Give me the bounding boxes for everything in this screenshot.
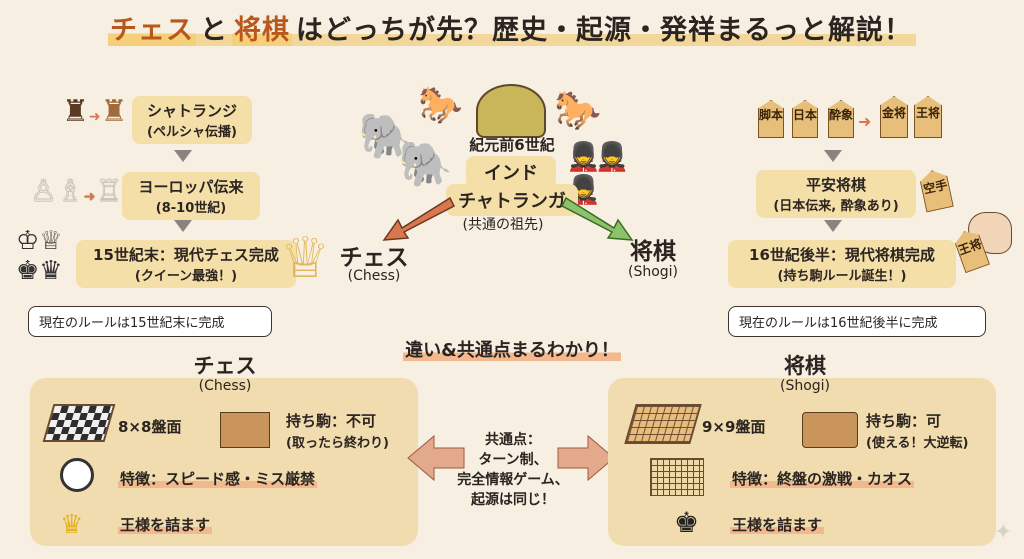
elephant-icon: 🐘 [398,139,453,190]
chessboard-icon [42,404,116,442]
shogi-goal-text: 王様を詰ます [730,516,825,534]
shogi-en-label: (Shogi) [627,264,679,280]
shogi-step2-sub: (持ち駒ルール誕生！) [777,269,907,284]
chess-board-text: 8×8盤面 [118,418,182,436]
chess-set-icon: ♔♕♚♛ [16,226,63,286]
chess-step3: 15世紀末：現代チェス完成 (クイーン最強！) [76,240,296,288]
down-arrow-icon [174,220,192,232]
origin-time: 紀元前6世紀 [469,136,555,154]
chess-step3-sub: (クイーン最強！) [134,269,238,284]
shogi-piece: 脚本 [758,100,784,138]
origin-name-2: チャトランガ [446,184,578,216]
title-rest: はどっちが先？歴史・起源・発祥まるっと解説！ [292,15,916,46]
common-points: 共通点： ターン制、 完全情報ゲーム、 起源は同じ！ [448,430,578,510]
shogi-history: 脚本 日本 酔象 ➜ 金将 王将 平安将棋 (日本伝来, 酔象あり) 空手 16… [700,90,1020,340]
common-line: ターン制、 [478,452,548,468]
shogi-feature: 特徴：終盤の激戦・カオス [730,468,915,489]
shogi-branch-arrow [560,196,634,241]
left-arrow-icon [407,434,465,482]
chariot-icon: 🐎 [554,88,602,132]
origin-name-1: インド [466,156,556,188]
chess-goal-text: 王様を詰ます [118,516,213,534]
right-arrow-icon [557,434,615,482]
comparison-arrows [407,434,615,482]
page-title: チェスと将棋はどっちが先？歴史・起源・発祥まるっと解説！ [0,8,1024,47]
shogi-panel-title: 将棋 [784,354,826,378]
comparison-heading-text: 違い&共通点まるわかり！ [403,340,621,361]
chess-pieces-white-icon: ♙♗➜♖ [30,174,123,209]
title-chess: チェス [108,15,196,46]
shogi-step1: 平安将棋 (日本伝来, 酔象あり) [756,170,916,218]
chess-goal: 王様を詰ます [118,514,213,535]
queen-piece-icon: ♕ [280,226,331,291]
title-and: と [196,15,232,46]
comparison-heading: 違い&共通点まるわかり！ [360,336,664,362]
chess-step2-sub: (8-10世紀) [155,201,227,216]
shogi-step1-title: 平安将棋 [805,176,866,194]
chess-step2: ヨーロッパ伝来 (8-10世紀) [122,172,260,220]
origin-illustration: 🐘 🐘 🐎 🐎 💂💂💂 [358,84,648,234]
common-line: 起源は同じ！ [471,492,555,508]
stopwatch-icon [60,458,94,492]
shogi-panel-title-en: (Shogi) [779,378,831,394]
king-piece-icon: ♚ [674,506,700,539]
common-line: 完全情報ゲーム、 [457,472,569,488]
shogi-label: 将棋 [630,239,676,265]
shogi-piece: 空手 [918,168,954,213]
common-line: 共通点： [485,432,541,448]
shogi-piece: 王将 [914,96,942,138]
shogi-goal: 王様を詰ます [730,514,825,535]
shogi-piece: 酔象 [828,100,854,138]
horse-icon: 🐎 [418,85,463,126]
shogi-step2-title: 16世紀後半：現代将棋完成 [749,246,935,264]
down-arrow-icon [824,220,842,232]
right-arrow-icon: ➜ [858,112,872,131]
temple-dome-icon [476,84,546,138]
chess-rook-pawn-icon: ♜➜♜ [62,94,128,129]
crown-icon: ♛ [60,510,84,540]
chess-feature: 特徴：スピード感・ミス厳禁 [118,468,318,489]
chess-branch-arrow [382,196,456,241]
shogi-rule-bubble: 現在のルールは16世紀後半に完成 [728,306,986,337]
chess-step1-sub: (ペルシャ伝播) [147,125,237,140]
shogi-step2: 16世紀後半：現代将棋完成 (持ち駒ルール誕生！) [728,240,956,288]
down-arrow-icon [824,150,842,162]
chess-step3-title: 15世紀末：現代チェス完成 [93,246,279,264]
piece-stand-icon [802,412,858,448]
chess-step2-title: ヨーロッパ伝来 [138,178,244,196]
sparkle-icon: ✦ [994,520,1013,545]
shogi-step1-sub: (日本伝来, 酔象あり) [773,199,899,214]
chess-panel-title: チェス [193,354,257,378]
box-icon [220,412,270,448]
branch-arrows [382,196,634,241]
shogi-board-icon [624,404,702,444]
elephant-icon: 🐘 [358,111,413,162]
chess-en-label: (Chess) [347,268,401,284]
shogi-battle-icon [650,458,704,496]
chess-captured-sub: (取ったら終わり) [286,436,389,451]
chess-step1-title: シャトランジ [146,102,237,120]
chess-panel-title-en: (Chess) [198,378,252,394]
shogi-piece: 金将 [880,96,908,138]
chess-feature-text: 特徴：スピード感・ミス厳禁 [118,470,318,488]
shogi-captured-sub: (使える！大逆転) [866,436,969,451]
origin-note: (共通の祖先) [462,217,544,233]
down-arrow-icon [174,150,192,162]
chess-captured-title: 持ち駒：不可 [286,412,377,430]
title-shogi: 将棋 [232,15,292,46]
shogi-board-text: 9×9盤面 [702,418,766,436]
shogi-feature-text: 特徴：終盤の激戦・カオス [730,470,915,488]
shogi-captured-title: 持ち駒：可 [866,412,942,430]
chess-history: ♜➜♜ シャトランジ (ペルシャ伝播) ♙♗➜♖ ヨーロッパ伝来 (8-10世紀… [0,90,330,340]
chess-step1: シャトランジ (ペルシャ伝播) [132,96,252,144]
shogi-piece: 日本 [792,100,818,138]
chess-label: チェス [339,245,409,271]
chess-rule-bubble: 現在のルールは15世紀末に完成 [28,306,272,337]
